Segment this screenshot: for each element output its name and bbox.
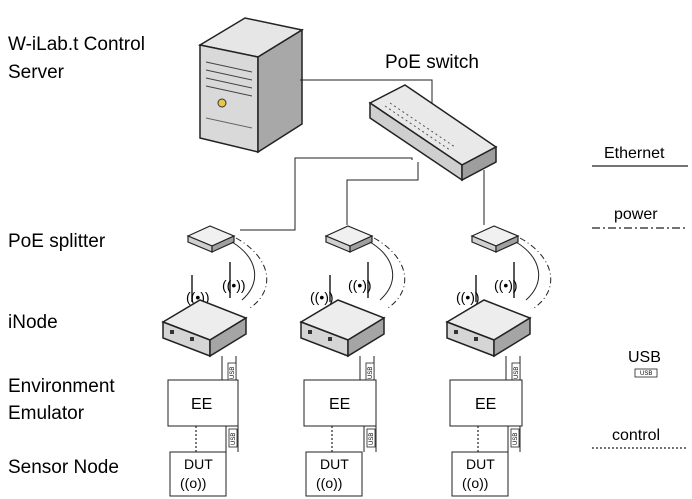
poe-splitter-label: PoE splitter [8,231,106,252]
ethernet-link-1 [240,157,413,231]
ee-box-2 [303,379,377,427]
emulator-label-line1: Environment [8,376,115,397]
node-column-1: USB EE USB DUT ((o)) [167,356,239,497]
ee-box-1 [167,379,239,427]
usb-tag-2b: USB [369,433,375,445]
usb-tag-3b: USB [513,433,519,445]
server-label-line1: W-iLab.t Control [8,34,145,55]
ee-label-1: EE [191,396,212,413]
legend: Ethernet power USB USB control [592,145,688,449]
inode-icon-3: ((•)) ((•)) [445,262,532,358]
usb-tag-2a: USB [368,367,374,379]
dut-box-1 [169,451,227,497]
legend-control-label: control [612,427,660,444]
poe-splitter-icon-1 [186,225,236,253]
node-column-2: USB EE USB DUT ((o)) [303,356,377,497]
svg-text:((•)): ((•)) [222,277,246,293]
ee-label-2: EE [329,396,350,413]
dut-label-1: DUT [184,456,213,472]
svg-text:((•)): ((•)) [494,277,518,293]
inode-icon-1: ((•)) ((•)) [161,262,248,358]
dut-label-2: DUT [320,456,349,472]
emulator-label-line2: Emulator [8,403,85,424]
dut-antenna-icon-2: ((o)) [316,475,342,491]
dut-box-2 [305,451,363,497]
inode-icon-2: ((•)) ((•)) [299,262,386,358]
poe-splitter-icon-2 [324,225,374,253]
ee-label-3: EE [475,396,496,413]
inode-label: iNode [8,312,58,333]
node-column-3: USB EE USB DUT ((o)) [449,356,523,497]
ethernet-link-2 [346,162,419,225]
usb-tag-1a: USB [230,367,236,379]
legend-usb-tag-text: USB [640,371,652,377]
dut-box-3 [451,451,509,497]
legend-usb-label: USB [628,349,661,366]
ee-box-3 [449,379,523,427]
dut-antenna-icon-1: ((o)) [180,475,206,491]
poe-splitter-icon-3 [470,225,520,253]
server-icon [197,17,304,154]
poe-switch-label: PoE switch [385,52,479,73]
svg-text:((•)): ((•)) [456,289,480,305]
legend-power-label: power [614,206,658,223]
dut-antenna-icon-3: ((o)) [462,475,488,491]
usb-tag-3a: USB [514,367,520,379]
server-label-line2: Server [8,62,65,83]
svg-text:((•)): ((•)) [310,289,334,305]
poe-switch-icon [368,84,498,182]
dut-label-3: DUT [466,456,495,472]
svg-text:((•)): ((•)) [348,277,372,293]
sensor-node-label: Sensor Node [8,457,119,478]
legend-ethernet-label: Ethernet [604,145,665,162]
usb-tag-1b: USB [231,433,237,445]
splitter-cables [231,237,552,309]
legend-usb-tag [634,368,658,378]
